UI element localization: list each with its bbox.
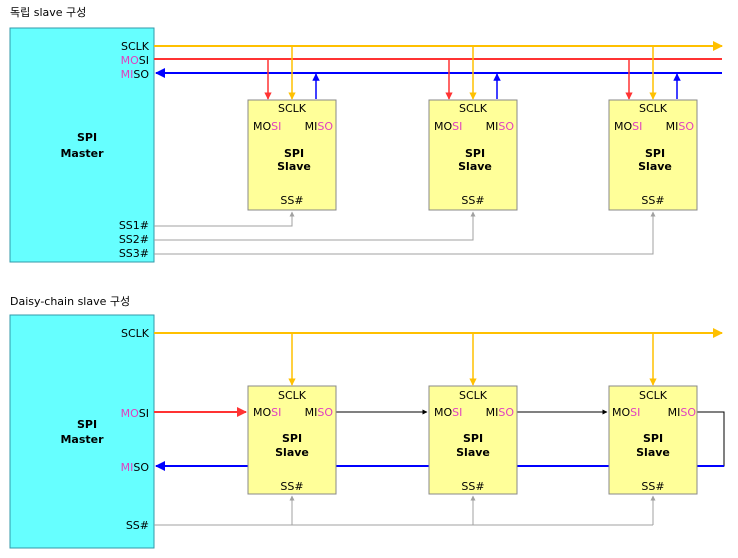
slave-miso-pin: MISO	[486, 120, 515, 133]
slave-sclk-pin: SCLK	[278, 389, 307, 402]
slave-mosi-pin: MOSI	[614, 120, 642, 133]
slave-ss-pin: SS#	[641, 194, 664, 207]
slave-label: Slave	[456, 446, 490, 459]
slave-box: SCLK MOSI MISO SPI Slave SS#	[428, 385, 518, 495]
slave-mosi-pin: MOSI	[434, 406, 462, 419]
master-sclk-pin: SCLK	[121, 327, 150, 340]
slave-label: SPI	[643, 432, 663, 445]
slave-label: SPI	[465, 147, 485, 160]
slave-ss-pin: SS#	[641, 480, 664, 493]
slave-sclk-pin: SCLK	[459, 102, 488, 115]
slave-label: SPI	[463, 432, 483, 445]
master-label: Master	[60, 433, 104, 446]
master-box	[9, 27, 155, 263]
master-box	[9, 314, 155, 549]
ss1-line	[154, 211, 295, 227]
master-label: Master	[60, 147, 104, 160]
slave-box: SCLK MOSI MISO SPI Slave SS#	[428, 99, 518, 211]
slave-box: SCLK MOSI MISO SPI Slave SS#	[247, 385, 337, 495]
slave-label: Slave	[638, 160, 672, 173]
ss3-line	[154, 211, 656, 255]
slave-box: SCLK MOSI MISO SPI Slave SS#	[247, 99, 337, 211]
slave-miso-pin: MISO	[668, 406, 697, 419]
slave-miso-pin: MISO	[486, 406, 515, 419]
section1-title: 독립 slave 구성	[10, 6, 86, 19]
slave-mosi-pin: MOSI	[434, 120, 462, 133]
slave-label: SPI	[645, 147, 665, 160]
master-label: SPI	[77, 418, 97, 431]
master-miso-pin: MISO	[121, 461, 150, 474]
slave-ss-pin: SS#	[280, 480, 303, 493]
master-sclk-pin: SCLK	[121, 40, 150, 53]
slave-sclk-pin: SCLK	[639, 102, 668, 115]
slave-miso-pin: MISO	[666, 120, 695, 133]
master-ss2-pin: SS2#	[119, 233, 149, 246]
slave-label: SPI	[284, 147, 304, 160]
slave-label: Slave	[277, 160, 311, 173]
slave-sclk-pin: SCLK	[639, 389, 668, 402]
slave-ss-pin: SS#	[280, 194, 303, 207]
slave-sclk-pin: SCLK	[278, 102, 307, 115]
master-ss3-pin: SS3#	[119, 247, 149, 260]
slave-label: SPI	[282, 432, 302, 445]
slave-label: Slave	[275, 446, 309, 459]
ss2-line	[154, 211, 476, 241]
slave-label: Slave	[636, 446, 670, 459]
slave-sclk-pin: SCLK	[459, 389, 488, 402]
chain-loopback	[697, 411, 725, 467]
slave-ss-pin: SS#	[461, 480, 484, 493]
master-miso-pin: MISO	[121, 68, 150, 81]
slave-mosi-pin: MOSI	[253, 120, 281, 133]
slave-box: SCLK MOSI MISO SPI Slave SS#	[608, 99, 698, 211]
master-label: SPI	[77, 131, 97, 144]
slave-ss-pin: SS#	[461, 194, 484, 207]
slave-mosi-pin: MOSI	[253, 406, 281, 419]
slave-label: Slave	[458, 160, 492, 173]
master-mosi-pin: MOSI	[121, 407, 149, 420]
master-ss1-pin: SS1#	[119, 219, 149, 232]
master-mosi-pin: MOSI	[121, 54, 149, 67]
master-ss-pin: SS#	[126, 519, 149, 532]
slave-miso-pin: MISO	[305, 120, 334, 133]
slave-mosi-pin: MOSI	[612, 406, 640, 419]
slave-box: SCLK MOSI MISO SPI Slave SS#	[608, 385, 698, 495]
slave-miso-pin: MISO	[305, 406, 334, 419]
section2-title: Daisy-chain slave 구성	[10, 295, 130, 308]
